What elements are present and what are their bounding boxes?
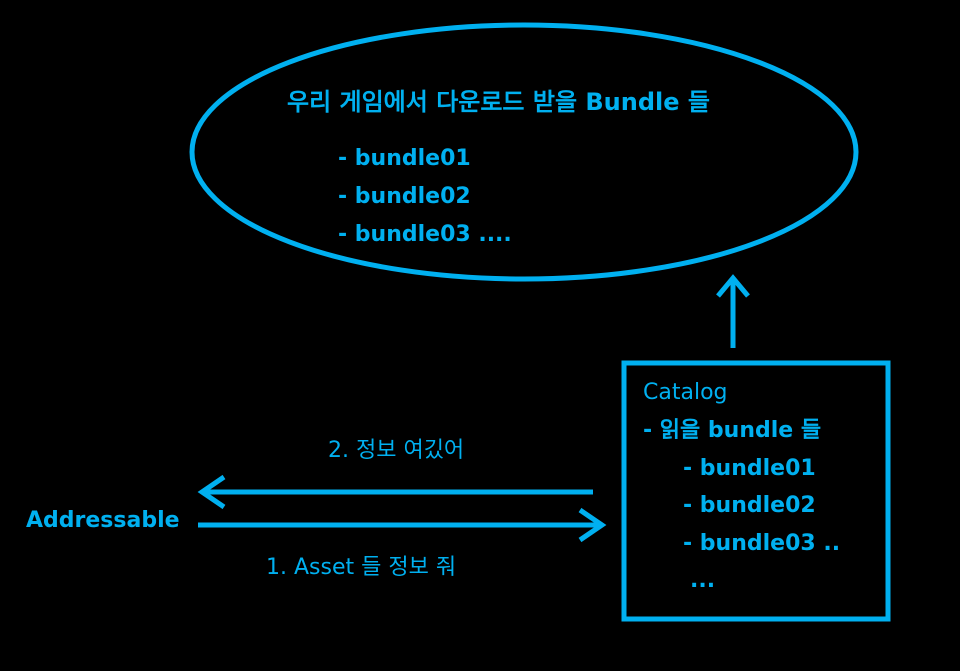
catalog-title: Catalog: [643, 380, 728, 405]
catalog-item: - bundle03 ..: [683, 531, 841, 556]
up-arrow: [716, 274, 750, 348]
catalog-more: ...: [690, 568, 716, 593]
ellipse-item: - bundle02: [338, 184, 471, 209]
catalog-subtitle: - 읽을 bundle 들: [643, 418, 822, 443]
request-arrow: [198, 507, 607, 543]
bundles-ellipse: [189, 22, 859, 282]
response-arrow: [197, 474, 593, 510]
catalog-box: [621, 360, 891, 622]
catalog-item: - bundle01: [683, 456, 816, 481]
response-label: 2. 정보 여깄어: [328, 438, 465, 463]
addressable-label: Addressable: [26, 508, 180, 533]
ellipse-title: 우리 게임에서 다운로드 받을 Bundle 들: [287, 88, 710, 116]
catalog-item: - bundle02: [683, 493, 816, 518]
ellipse-item: - bundle03 ....: [338, 222, 512, 247]
ellipse-item: - bundle01: [338, 146, 471, 171]
request-label: 1. Asset 들 정보 줘: [266, 555, 457, 580]
